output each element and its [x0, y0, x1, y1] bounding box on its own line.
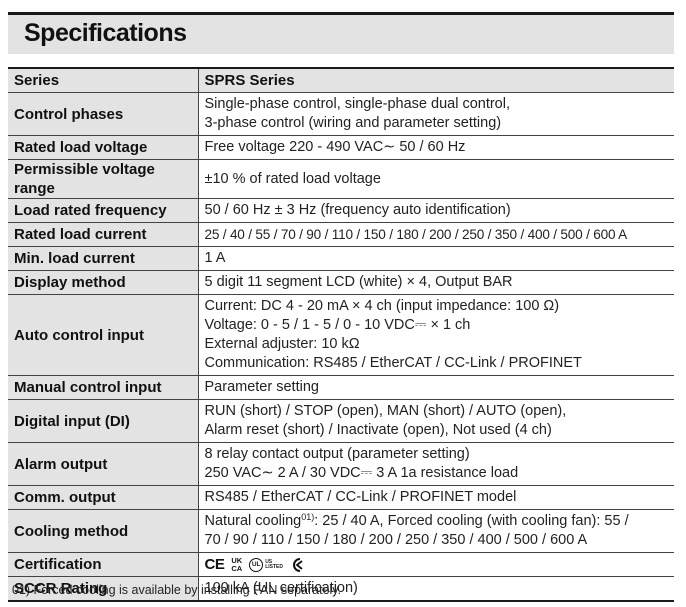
row-label-auto-control-input: Auto control input: [8, 294, 199, 376]
table-row: Rated load current 25 / 40 / 55 / 70 / 9…: [8, 222, 674, 247]
row-label-comm-output: Comm. output: [8, 485, 199, 510]
table-row: Display method 5 digit 11 segment LCD (w…: [8, 270, 674, 295]
ukca-mark-icon: UK CA: [231, 557, 242, 572]
value-line: Current: DC 4 - 20 mA × 4 ch (input impe…: [204, 298, 560, 314]
row-label-load-rated-frequency: Load rated frequency: [8, 198, 199, 223]
row-label-manual-control-input: Manual control input: [8, 375, 199, 400]
row-value-sccr-rating: 100 kA (UL certification): [198, 576, 674, 602]
row-value-certification: CE UK CA UL US LISTED: [198, 552, 674, 577]
header-value: SPRS Series: [198, 68, 674, 93]
header-label: Series: [8, 68, 199, 93]
table-row: SCCR Rating 100 kA (UL certification): [8, 576, 674, 602]
row-value-digital-input: RUN (short) / STOP (open), MAN (short) /…: [198, 399, 674, 443]
table-row: Permissible voltage range ±10 % of rated…: [8, 159, 674, 199]
table-row: Load rated frequency 50 / 60 Hz ± 3 Hz (…: [8, 198, 674, 223]
value-line: Alarm reset (short) / Inactivate (open),…: [204, 422, 552, 438]
row-label-cooling-method: Cooling method: [8, 509, 199, 553]
row-label-certification: Certification: [8, 552, 199, 577]
row-value-permissible-voltage-range: ±10 % of rated load voltage: [198, 159, 674, 199]
row-value-alarm-output: 8 relay contact output (parameter settin…: [198, 442, 674, 486]
cooling-text-end: : 25 / 40 A, Forced cooling (with coolin…: [314, 513, 629, 529]
table-row: Manual control input Parameter setting: [8, 375, 674, 400]
value-line: Communication: RS485 / EtherCAT / CC-Lin…: [204, 355, 582, 371]
ce-mark-icon: CE: [204, 556, 225, 573]
ul-sub-top: US: [265, 558, 273, 565]
table-row: Rated load voltage Free voltage 220 - 49…: [8, 135, 674, 160]
row-value-load-rated-frequency: 50 / 60 Hz ± 3 Hz (frequency auto identi…: [198, 198, 674, 223]
table-row: Alarm output 8 relay contact output (par…: [8, 442, 674, 486]
value-line: 8 relay contact output (parameter settin…: [204, 446, 470, 462]
ul-circle: UL: [249, 557, 264, 572]
page-title: Specifications: [24, 19, 187, 47]
ukca-bottom: CA: [231, 563, 243, 573]
table-row: Digital input (DI) RUN (short) / STOP (o…: [8, 399, 674, 443]
value-line: RUN (short) / STOP (open), MAN (short) /…: [204, 403, 567, 419]
ul-sub: US LISTED: [265, 558, 283, 570]
row-value-auto-control-input: Current: DC 4 - 20 mA × 4 ch (input impe…: [198, 294, 674, 376]
row-label-alarm-output: Alarm output: [8, 442, 199, 486]
row-value-rated-load-current: 25 / 40 / 55 / 70 / 90 / 110 / 150 / 180…: [198, 222, 674, 247]
table-row: Certification CE UK CA UL US LISTED: [8, 552, 674, 577]
value-line: 250 VAC∼ 2 A / 30 VDC⎓ 3 A 1a resistance…: [204, 465, 519, 481]
row-value-min-load-current: 1 A: [198, 246, 674, 271]
row-label-display-method: Display method: [8, 270, 199, 295]
row-label-control-phases: Control phases: [8, 92, 199, 136]
table-row: Auto control input Current: DC 4 - 20 mA…: [8, 294, 674, 376]
certification-marks: CE UK CA UL US LISTED: [205, 555, 669, 575]
row-value-display-method: 5 digit 11 segment LCD (white) × 4, Outp…: [198, 270, 674, 295]
value-line: Voltage: 0 - 5 / 1 - 5 / 0 - 10 VDC⎓ × 1…: [204, 317, 471, 333]
row-label-rated-load-voltage: Rated load voltage: [8, 135, 199, 160]
ul-sub-bottom: LISTED: [265, 563, 283, 570]
row-value-comm-output: RS485 / EtherCAT / CC-Link / PROFINET mo…: [198, 485, 674, 510]
title-bar: Specifications: [8, 12, 674, 54]
row-label-permissible-voltage-range: Permissible voltage range: [8, 159, 199, 199]
table-row: Control phases Single-phase control, sin…: [8, 92, 674, 136]
row-value-manual-control-input: Parameter setting: [198, 375, 674, 400]
value-line: External adjuster: 10 kΩ: [204, 336, 360, 352]
value-line: 70 / 90 / 110 / 150 / 180 / 200 / 250 / …: [204, 532, 588, 548]
row-label-rated-load-current: Rated load current: [8, 222, 199, 247]
cul-us-listed-mark-icon: UL US LISTED: [249, 557, 283, 572]
specifications-table: Series SPRS Series Control phases Single…: [8, 67, 674, 602]
ukca-top: UK: [231, 556, 243, 565]
value-line: Single-phase control, single-phase dual …: [204, 96, 511, 112]
cooling-text-start: Natural cooling: [204, 513, 302, 529]
value-line: 3-phase control (wiring and parameter se…: [204, 115, 502, 131]
footnote-ref: 01): [301, 512, 315, 522]
kc-mark-icon: [290, 557, 304, 573]
row-value-control-phases: Single-phase control, single-phase dual …: [198, 92, 674, 136]
row-value-cooling-method: Natural cooling01): 25 / 40 A, Forced co…: [198, 509, 674, 553]
table-header-row: Series SPRS Series: [8, 68, 674, 93]
value-line: Natural cooling01): 25 / 40 A, Forced co…: [205, 512, 669, 531]
row-label-digital-input: Digital input (DI): [8, 399, 199, 443]
row-label-sccr-rating: SCCR Rating: [8, 576, 199, 602]
table-row: Cooling method Natural cooling01): 25 / …: [8, 509, 674, 553]
table-row: Min. load current 1 A: [8, 246, 674, 271]
footnote: 01) Forced cooling is available by insta…: [12, 583, 342, 597]
table-row: Comm. output RS485 / EtherCAT / CC-Link …: [8, 485, 674, 510]
row-value-rated-load-voltage: Free voltage 220 - 490 VAC∼ 50 / 60 Hz: [198, 135, 674, 160]
row-label-min-load-current: Min. load current: [8, 246, 199, 271]
